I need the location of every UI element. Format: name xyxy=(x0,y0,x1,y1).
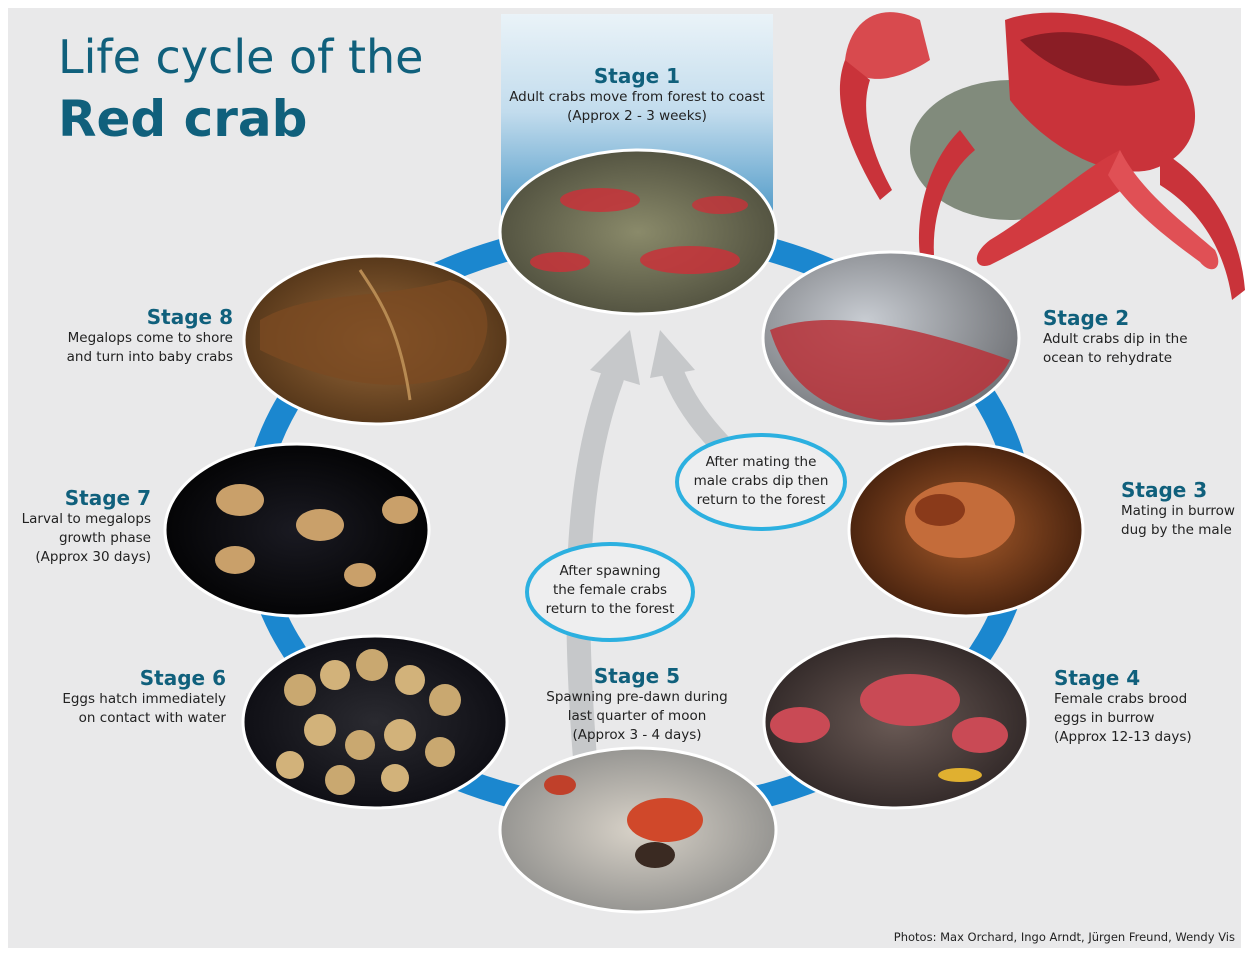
stage-7-desc-line-1: Larval to megalops xyxy=(10,510,151,529)
stage-1-label: Stage 1 Adult crabs move from forest to … xyxy=(501,64,773,126)
stage-5-desc-line-1: Spawning pre-dawn during xyxy=(527,688,747,707)
male-note-line-3: return to the forest xyxy=(681,491,841,510)
male-return-arrowhead xyxy=(650,330,695,378)
stage-8-name: Stage 8 xyxy=(40,305,233,329)
female-return-arrowhead xyxy=(590,330,640,385)
female-note-line-2: the female crabs xyxy=(530,581,690,600)
stage-5-name: Stage 5 xyxy=(527,664,747,688)
stage-1-desc-line-1: Adult crabs move from forest to coast xyxy=(501,88,773,107)
stage-5-desc-line-3: (Approx 3 - 4 days) xyxy=(527,726,747,745)
stage-4-desc-line-1: Female crabs brood xyxy=(1054,690,1192,709)
stage-8-desc-line-2: and turn into baby crabs xyxy=(40,348,233,367)
stage-3-desc-line-1: Mating in burrow xyxy=(1121,502,1235,521)
male-note-line-1: After mating the xyxy=(681,453,841,472)
stage-4-label: Stage 4 Female crabs brood eggs in burro… xyxy=(1054,666,1192,747)
stage-2-desc-line-2: ocean to rehydrate xyxy=(1043,349,1188,368)
stage-2-label: Stage 2 Adult crabs dip in the ocean to … xyxy=(1043,306,1188,368)
stage-3-label: Stage 3 Mating in burrow dug by the male xyxy=(1121,478,1235,540)
stage-7-desc-line-2: growth phase xyxy=(10,529,151,548)
stage-6-desc-line-2: on contact with water xyxy=(40,709,226,728)
stage-5-label: Stage 5 Spawning pre-dawn during last qu… xyxy=(527,664,747,745)
stage-1-photo xyxy=(500,150,776,314)
stage-8-label: Stage 8 Megalops come to shore and turn … xyxy=(40,305,233,367)
male-return-note: After mating the male crabs dip then ret… xyxy=(681,453,841,510)
stage-8-photo xyxy=(244,256,508,424)
photo-credits: Photos: Max Orchard, Ingo Arndt, Jürgen … xyxy=(894,930,1235,944)
stage-2-name: Stage 2 xyxy=(1043,306,1188,330)
stage-4-desc-line-3: (Approx 12-13 days) xyxy=(1054,728,1192,747)
stage-5-desc-line-2: last quarter of moon xyxy=(527,707,747,726)
stage-6-photo xyxy=(243,636,507,808)
stage-3-desc-line-2: dug by the male xyxy=(1121,521,1235,540)
stage-6-name: Stage 6 xyxy=(40,666,226,690)
stage-3-photo xyxy=(849,444,1083,616)
stage-6-label: Stage 6 Eggs hatch immediately on contac… xyxy=(40,666,226,728)
stage-1-desc-line-2: (Approx 2 - 3 weeks) xyxy=(501,107,773,126)
stage-8-desc-line-1: Megalops come to shore xyxy=(40,329,233,348)
stage-2-photo xyxy=(763,252,1019,424)
stage-3-name: Stage 3 xyxy=(1121,478,1235,502)
stage-4-name: Stage 4 xyxy=(1054,666,1192,690)
stage-7-label: Stage 7 Larval to megalops growth phase … xyxy=(10,486,151,567)
female-note-line-1: After spawning xyxy=(530,562,690,581)
stage-1-name: Stage 1 xyxy=(501,64,773,88)
male-note-line-2: male crabs dip then xyxy=(681,472,841,491)
stage-7-photo xyxy=(165,444,429,616)
stage-2-desc-line-1: Adult crabs dip in the xyxy=(1043,330,1188,349)
stage-5-photo xyxy=(500,748,776,912)
stage-7-desc-line-3: (Approx 30 days) xyxy=(10,548,151,567)
female-note-line-3: return to the forest xyxy=(530,600,690,619)
stage-4-desc-line-2: eggs in burrow xyxy=(1054,709,1192,728)
stage-6-desc-line-1: Eggs hatch immediately xyxy=(40,690,226,709)
stage-4-photo xyxy=(764,636,1028,808)
stage-7-name: Stage 7 xyxy=(10,486,151,510)
female-return-note: After spawning the female crabs return t… xyxy=(530,562,690,619)
